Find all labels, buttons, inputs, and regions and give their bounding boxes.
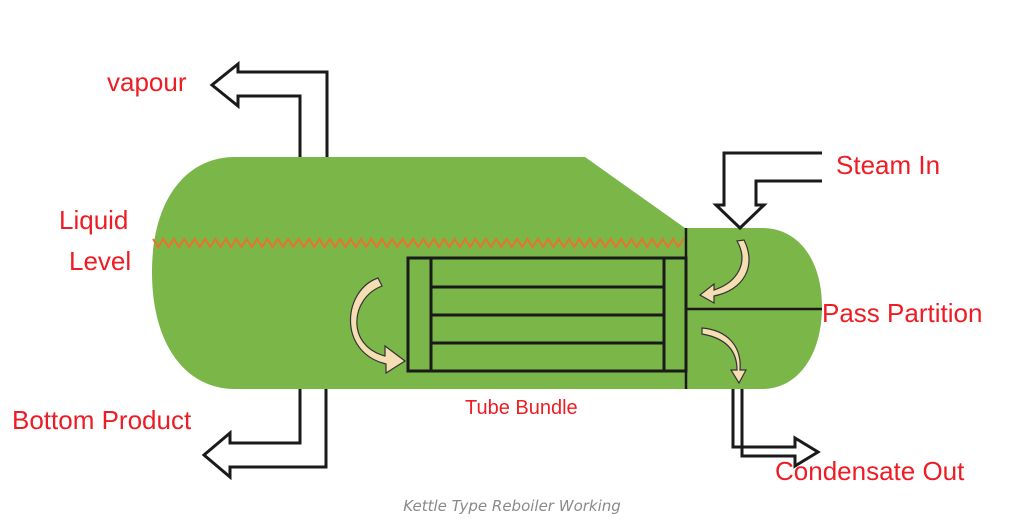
vapour-label: vapour — [107, 67, 187, 97]
tube-bundle-label: Tube Bundle — [465, 397, 578, 419]
tube-bundle — [406, 256, 688, 373]
bottom-product-label: Bottom Product — [12, 405, 192, 435]
lower-pass-flow-arrow — [701, 327, 748, 385]
bottom-product-outlet-arrow — [201, 389, 328, 481]
liquid-label: Liquid — [59, 205, 128, 235]
condensate-outlet-arrow — [731, 389, 821, 469]
upper-pass-flow-arrow — [698, 239, 750, 305]
pass-partition-label: Pass Partition — [822, 298, 982, 328]
vapour-outlet-arrow — [209, 60, 329, 160]
steam-inlet-arrow — [712, 151, 822, 231]
shell-flow-arrow — [350, 277, 407, 375]
figure-caption: Kettle Type Reboiler Working — [403, 497, 621, 515]
level-label: Level — [69, 246, 131, 276]
steam-in-label: Steam In — [836, 150, 940, 180]
condensate-out-label: Condensate Out — [775, 456, 965, 486]
reboiler-shell — [152, 157, 822, 389]
liquid-level-line — [152, 237, 685, 249]
